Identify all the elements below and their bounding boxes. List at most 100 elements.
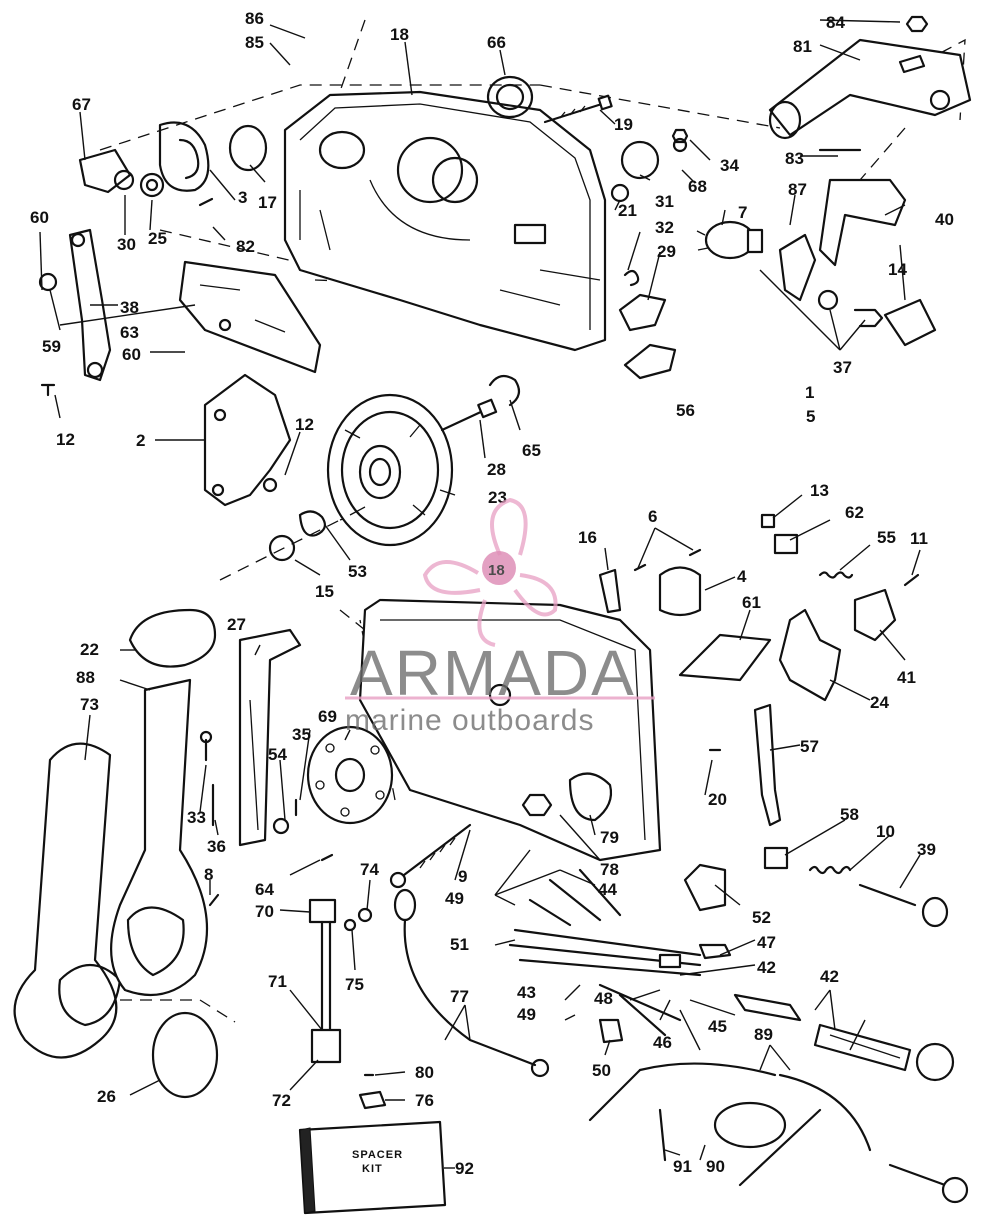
brand-watermark: 18 ARMADA marine outboards	[345, 497, 655, 737]
callout-46: 46	[653, 1033, 672, 1052]
throttle-arm	[768, 15, 972, 267]
leader-lines	[39, 19, 921, 1169]
callout-41: 41	[897, 668, 916, 687]
upper-housing	[283, 90, 607, 352]
callout-84: 84	[826, 13, 845, 32]
callout-78: 78	[600, 860, 619, 879]
callout-6: 6	[648, 507, 657, 526]
callout-55: 55	[877, 528, 896, 547]
small-clip	[358, 1073, 387, 1110]
callout-1: 1	[805, 383, 814, 402]
callout-77: 77	[450, 987, 469, 1006]
callout-65: 65	[522, 441, 541, 460]
callout-22: 22	[80, 640, 99, 659]
stud-and-spring	[763, 846, 949, 928]
bolt	[268, 374, 521, 562]
callout-14: 14	[888, 260, 907, 279]
callout-2: 2	[136, 431, 145, 450]
callout-27: 27	[227, 615, 246, 634]
callout-56: 56	[676, 401, 695, 420]
callout-63: 63	[120, 323, 139, 342]
callout-25: 25	[148, 229, 167, 248]
callout-8: 8	[204, 865, 213, 884]
badge-number: 18	[488, 562, 505, 579]
callout-45: 45	[708, 1017, 727, 1036]
callout-32: 32	[655, 218, 674, 237]
callout-86: 86	[245, 9, 264, 28]
callout-36: 36	[207, 837, 226, 856]
small-screws	[199, 730, 722, 932]
callout-42b: 42	[820, 967, 839, 986]
screw	[543, 94, 613, 124]
callout-4: 4	[737, 567, 747, 586]
callout-67: 67	[72, 95, 91, 114]
callout-72: 72	[272, 1091, 291, 1110]
callout-21: 21	[618, 201, 637, 220]
callout-20: 20	[708, 790, 727, 809]
wire-bundle	[508, 868, 732, 1037]
callout-44: 44	[598, 880, 617, 899]
callout-49b: 49	[517, 1005, 536, 1024]
main-harness	[588, 993, 969, 1204]
left-lever-parts	[38, 121, 268, 397]
callout-53: 53	[348, 562, 367, 581]
callout-92: 92	[455, 1159, 474, 1178]
callout-18a: 18	[390, 25, 409, 44]
callout-3: 3	[238, 188, 247, 207]
callout-51: 51	[450, 935, 469, 954]
callout-61: 61	[742, 593, 761, 612]
callout-33: 33	[187, 808, 206, 827]
shift-rod	[238, 628, 302, 847]
long-bolt	[389, 823, 472, 889]
callout-47: 47	[757, 933, 776, 952]
brand-tagline: marine outboards	[345, 704, 594, 737]
gear-wheel	[326, 393, 454, 547]
callout-80: 80	[415, 1063, 434, 1082]
callout-64: 64	[255, 880, 274, 899]
callout-17: 17	[258, 193, 277, 212]
callout-73: 73	[80, 695, 99, 714]
spacer-kit-box: SPACER KIT	[298, 1120, 447, 1215]
shift-bracket	[203, 373, 292, 507]
callout-29: 29	[657, 242, 676, 261]
callout-19: 19	[614, 115, 633, 134]
callout-83: 83	[785, 149, 804, 168]
callout-87: 87	[788, 180, 807, 199]
callout-38: 38	[120, 298, 139, 317]
spacer-kit-line-2: KIT	[362, 1163, 383, 1175]
callout-85: 85	[245, 33, 264, 52]
detent-plate	[306, 725, 394, 825]
callout-11: 11	[910, 529, 928, 548]
lower-cover	[358, 598, 662, 862]
spacer-kit-line-1: SPACER	[352, 1149, 403, 1161]
callout-5: 5	[806, 407, 815, 426]
seal-ring	[486, 75, 534, 119]
callout-39: 39	[917, 840, 936, 859]
callout-66: 66	[487, 33, 506, 52]
callout-labels: 1 2 3 4 5 6 7 8 9 10 11 12 12 13 14 15 1…	[30, 9, 954, 1178]
callout-68: 68	[688, 177, 707, 196]
wiring-harness	[308, 898, 342, 1064]
callout-90: 90	[706, 1157, 725, 1176]
callout-30: 30	[117, 235, 136, 254]
callout-12b: 12	[295, 415, 314, 434]
callout-16: 16	[578, 528, 597, 547]
callout-12a: 12	[56, 430, 75, 449]
callout-60a: 60	[30, 208, 49, 227]
callout-37: 37	[833, 358, 852, 377]
callout-79: 79	[600, 828, 619, 847]
callout-75: 75	[345, 975, 364, 994]
callout-43: 43	[517, 983, 536, 1002]
callout-35: 35	[292, 725, 311, 744]
callout-89: 89	[754, 1025, 773, 1044]
callout-60b: 60	[122, 345, 141, 364]
callout-34: 34	[720, 156, 739, 175]
disc	[610, 128, 689, 203]
callout-9: 9	[458, 867, 467, 886]
callout-81: 81	[793, 37, 812, 56]
callout-7: 7	[738, 203, 747, 222]
propeller-logo: 18	[422, 497, 558, 647]
trim-switch	[683, 863, 727, 912]
callout-48: 48	[594, 989, 613, 1008]
